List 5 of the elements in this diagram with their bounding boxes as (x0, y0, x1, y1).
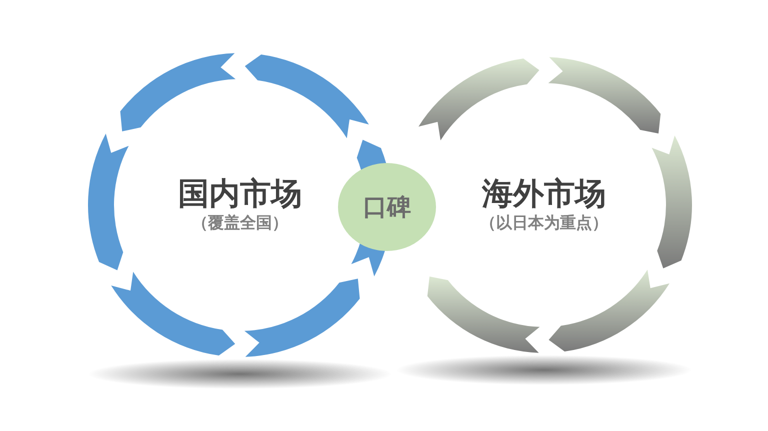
ring-subtitle: （以日本为重点） (480, 212, 608, 234)
ring-title: 海外市场 (482, 176, 606, 212)
ring-subtitle: （覆盖全国） (192, 212, 288, 234)
center-circle: 口碑 (338, 163, 436, 251)
ring-title: 国内市场 (178, 176, 302, 212)
